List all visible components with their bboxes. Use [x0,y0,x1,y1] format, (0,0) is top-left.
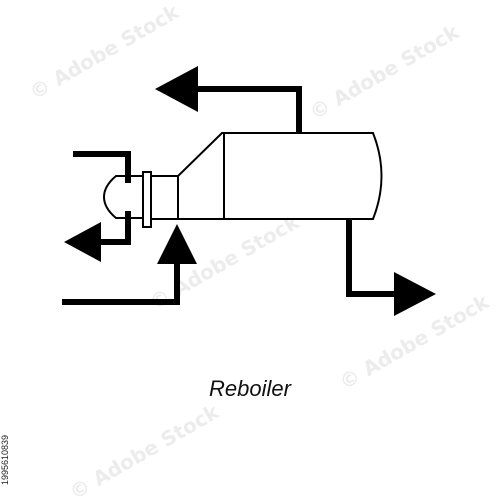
feed-inlet-arrow [157,224,197,264]
flange [142,171,152,228]
liquid-outlet-arrow [394,272,436,316]
vessel-body [177,132,383,220]
heating-outlet-pipe [100,211,131,245]
channel-head [102,175,144,219]
diagram-caption: Reboiler [209,376,291,401]
vapor-outlet-arrow [155,66,198,112]
heating-inlet-pipe [73,151,131,183]
liquid-outlet-pipe [346,219,395,297]
vapor-outlet-pipe [196,86,302,133]
heating-outlet-arrow [64,222,101,262]
stock-id-label: 1995610839 [0,434,10,485]
feed-inlet-pipe [62,262,180,305]
